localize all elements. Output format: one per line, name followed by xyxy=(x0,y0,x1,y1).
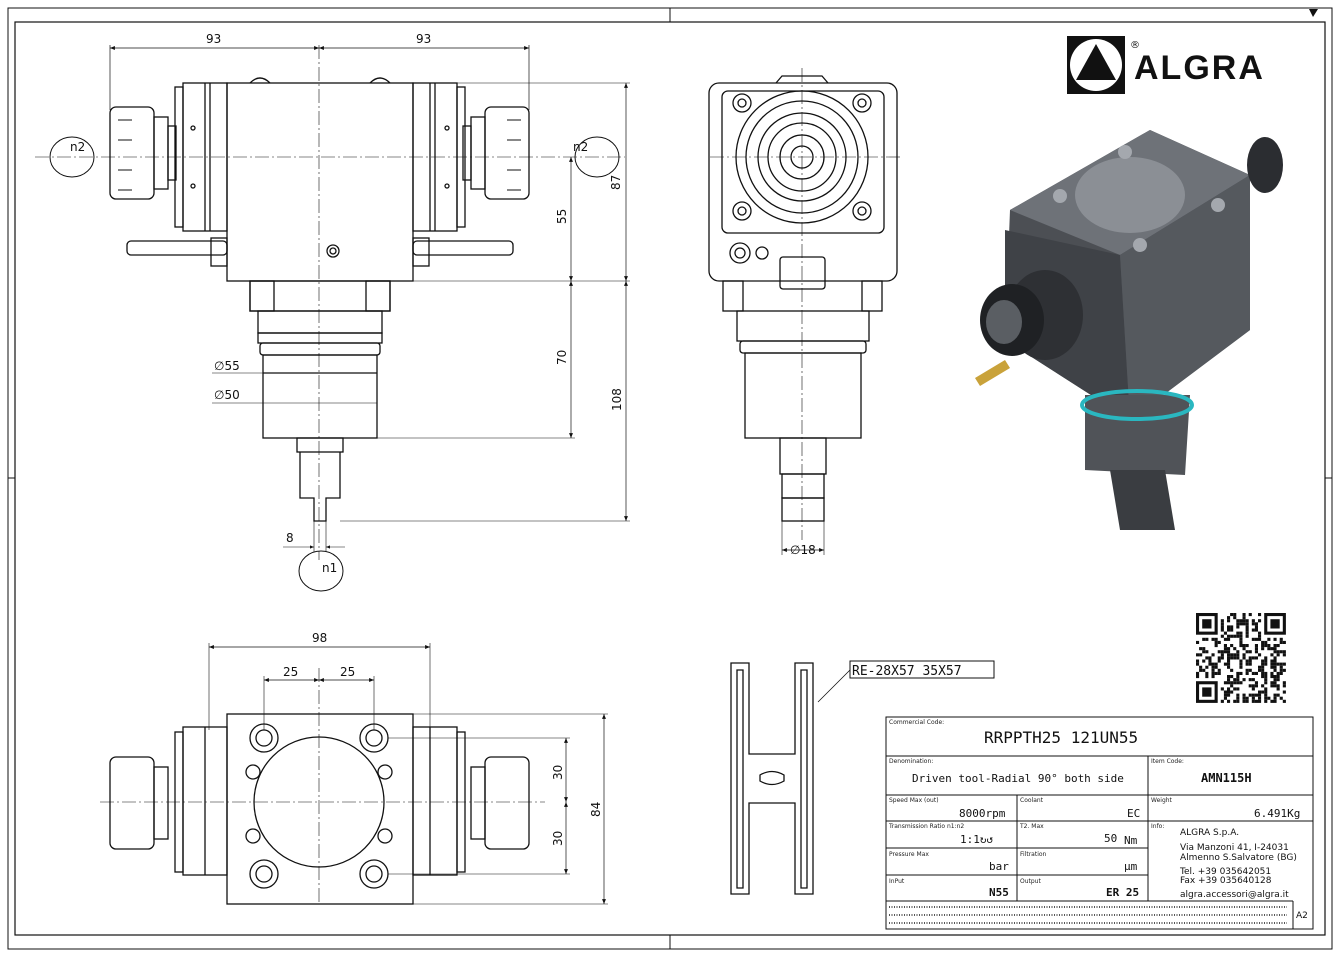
address-line-1: Via Manzoni 41, I-24031 xyxy=(1180,843,1289,853)
tool-designation: RE-28X57_35X57 xyxy=(852,664,962,679)
ratio: 1:1↻↺ xyxy=(960,833,993,846)
label-commercial-code: Commercial Code: xyxy=(889,719,944,726)
label-ratio: Transmission Ratio n1:n2 xyxy=(888,823,964,830)
commercial-code: RRPPTH25 121UN55 xyxy=(984,728,1138,747)
email: algra.accessori@algra.it xyxy=(1180,890,1289,900)
front-view-labels: 93 93 87 55 70 108 ∅55 ∅50 8 n2 n2 n1 xyxy=(70,32,624,575)
speed: 8000rpm xyxy=(959,807,1006,820)
dim-93-right: 93 xyxy=(416,32,431,46)
collet-profile xyxy=(730,660,995,895)
label-input: InPut xyxy=(889,878,905,885)
company-name: ALGRA S.p.A. xyxy=(1180,828,1239,838)
phone: Tel. +39 035642051 xyxy=(1179,867,1271,877)
dim-70: 70 xyxy=(555,350,569,365)
address-line-2: Almenno S.Salvatore (BG) xyxy=(1180,853,1297,863)
dim-108: 108 xyxy=(610,388,624,411)
title-block-text: Commercial Code: RRPPTH25 121UN55 Denomi… xyxy=(888,719,1308,921)
rotation-n2-right: n2 xyxy=(573,140,588,154)
dim-98: 98 xyxy=(312,631,327,645)
weight: 6.491Kg xyxy=(1254,807,1300,820)
sheet-size: A2 xyxy=(1296,911,1308,921)
label-denomination: Denomination: xyxy=(889,758,933,765)
pressure: bar xyxy=(989,860,1009,873)
isometric-render xyxy=(975,130,1283,530)
label-coolant: Coolant xyxy=(1020,797,1044,804)
dim-30-top: 30 xyxy=(551,765,565,780)
corner-mark-top-right xyxy=(1309,9,1318,17)
dim-25-right: 25 xyxy=(340,665,355,679)
label-info: Info: xyxy=(1151,823,1164,830)
label-speed: Speed Max (out) xyxy=(889,797,939,804)
torque-value: 50 xyxy=(1104,832,1117,845)
fax: Fax +39 035640128 xyxy=(1180,876,1272,886)
bottom-view-labels: 98 25 25 30 30 84 xyxy=(283,631,603,846)
label-item-code: Item Code: xyxy=(1151,758,1184,765)
border-ticks xyxy=(8,8,1332,949)
algra-logo: ® ALGRA xyxy=(1067,36,1265,94)
bottom-view xyxy=(100,643,608,905)
dim-93-left: 93 xyxy=(206,32,221,46)
coolant: EC xyxy=(1127,807,1140,820)
dim-dia50: ∅50 xyxy=(214,388,240,402)
dim-dia18: ∅18 xyxy=(790,543,816,557)
label-output: Output xyxy=(1020,878,1041,885)
dim-55: 55 xyxy=(555,209,569,224)
qr-code xyxy=(1196,613,1286,703)
dim-30-bottom: 30 xyxy=(551,831,565,846)
label-weight: Weight xyxy=(1151,797,1173,804)
filtration: µm xyxy=(1124,860,1138,873)
output: ER 25 xyxy=(1106,886,1139,899)
legal-fine-print xyxy=(889,906,1287,924)
label-filtration: Filtration xyxy=(1020,851,1047,858)
denomination: Driven tool-Radial 90° both side xyxy=(912,772,1124,785)
label-torque: T2. Max xyxy=(1019,823,1044,830)
item-code: AMN115H xyxy=(1201,771,1252,785)
label-pressure: Pressure Max xyxy=(889,851,929,858)
side-view xyxy=(708,68,900,555)
input: N55 xyxy=(989,886,1009,899)
registered-mark: ® xyxy=(1130,40,1140,51)
dim-87: 87 xyxy=(609,175,623,190)
brand-name: ALGRA xyxy=(1134,49,1265,87)
dim-dia55: ∅55 xyxy=(214,359,240,373)
rotation-n1: n1 xyxy=(322,561,337,575)
dim-84: 84 xyxy=(589,802,603,817)
dim-25-left: 25 xyxy=(283,665,298,679)
rotation-n2-left: n2 xyxy=(70,140,85,154)
dim-8: 8 xyxy=(286,531,294,545)
front-view xyxy=(35,45,630,592)
torque-unit: Nm xyxy=(1124,834,1138,847)
title-block xyxy=(885,716,1314,930)
